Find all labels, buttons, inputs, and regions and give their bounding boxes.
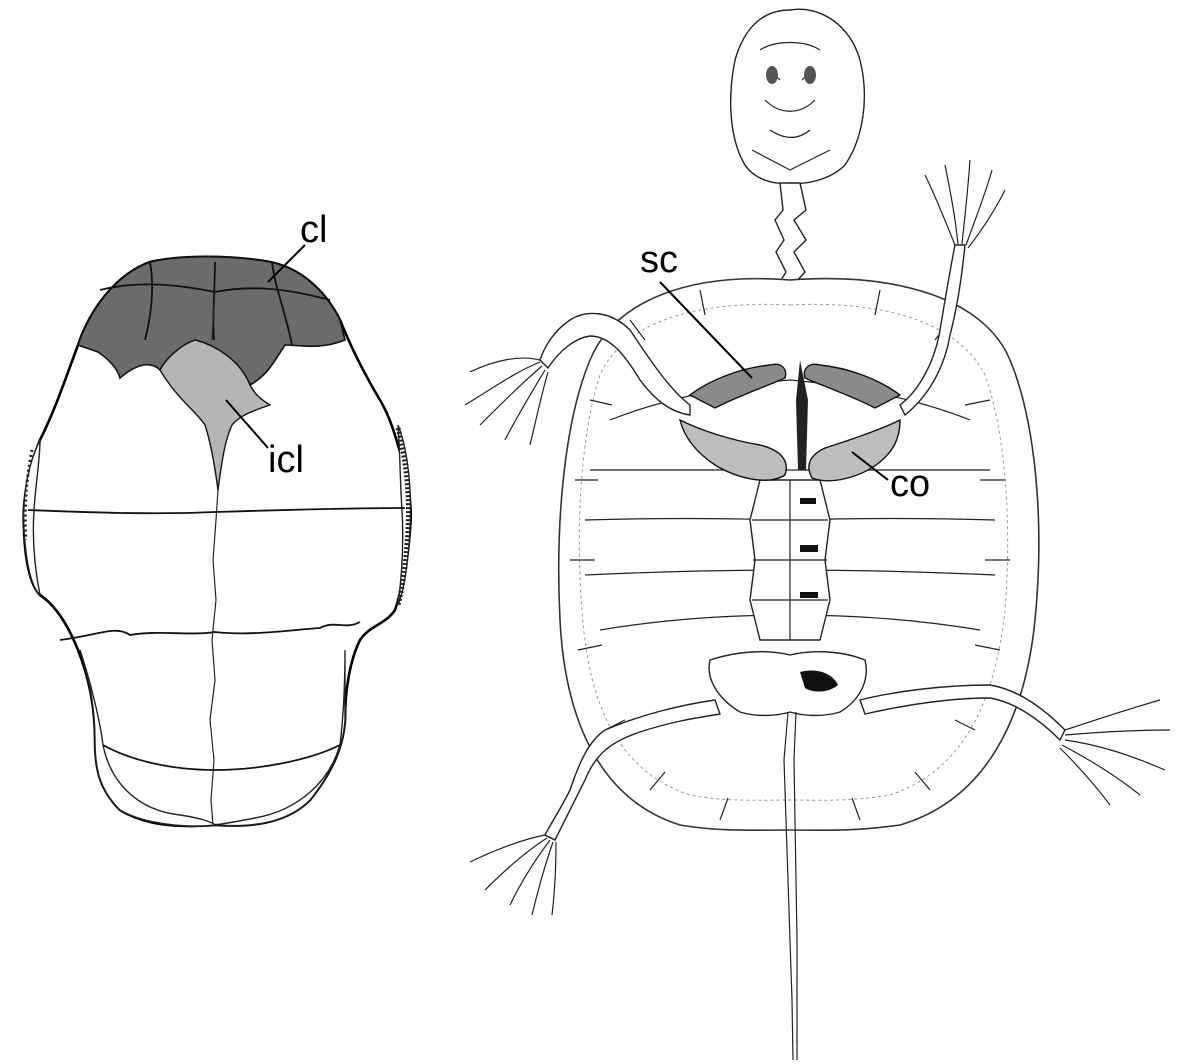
skull-eye-left [766, 66, 778, 84]
label-icl: icl [268, 439, 304, 481]
plastron-posterior-left [80, 650, 215, 826]
forefoot-right [925, 160, 1005, 248]
label-cl: cl [300, 209, 327, 251]
plastron-left-bridge [24, 440, 40, 595]
plastron-inguinal-lines [103, 745, 340, 770]
skull-eye-right [804, 66, 816, 84]
hindfoot-right [1060, 700, 1170, 805]
plastron-diagram [24, 257, 411, 826]
forefoot-left [465, 358, 548, 445]
label-co: co [890, 463, 930, 505]
skull [731, 9, 865, 183]
label-sc: sc [640, 239, 678, 281]
skeleton-diagram [465, 9, 1170, 1060]
hindfoot-left [470, 835, 556, 915]
plastron-posterior-right [215, 650, 345, 826]
pelvis [709, 652, 866, 716]
plastron-transverse-suture-2 [60, 622, 360, 640]
